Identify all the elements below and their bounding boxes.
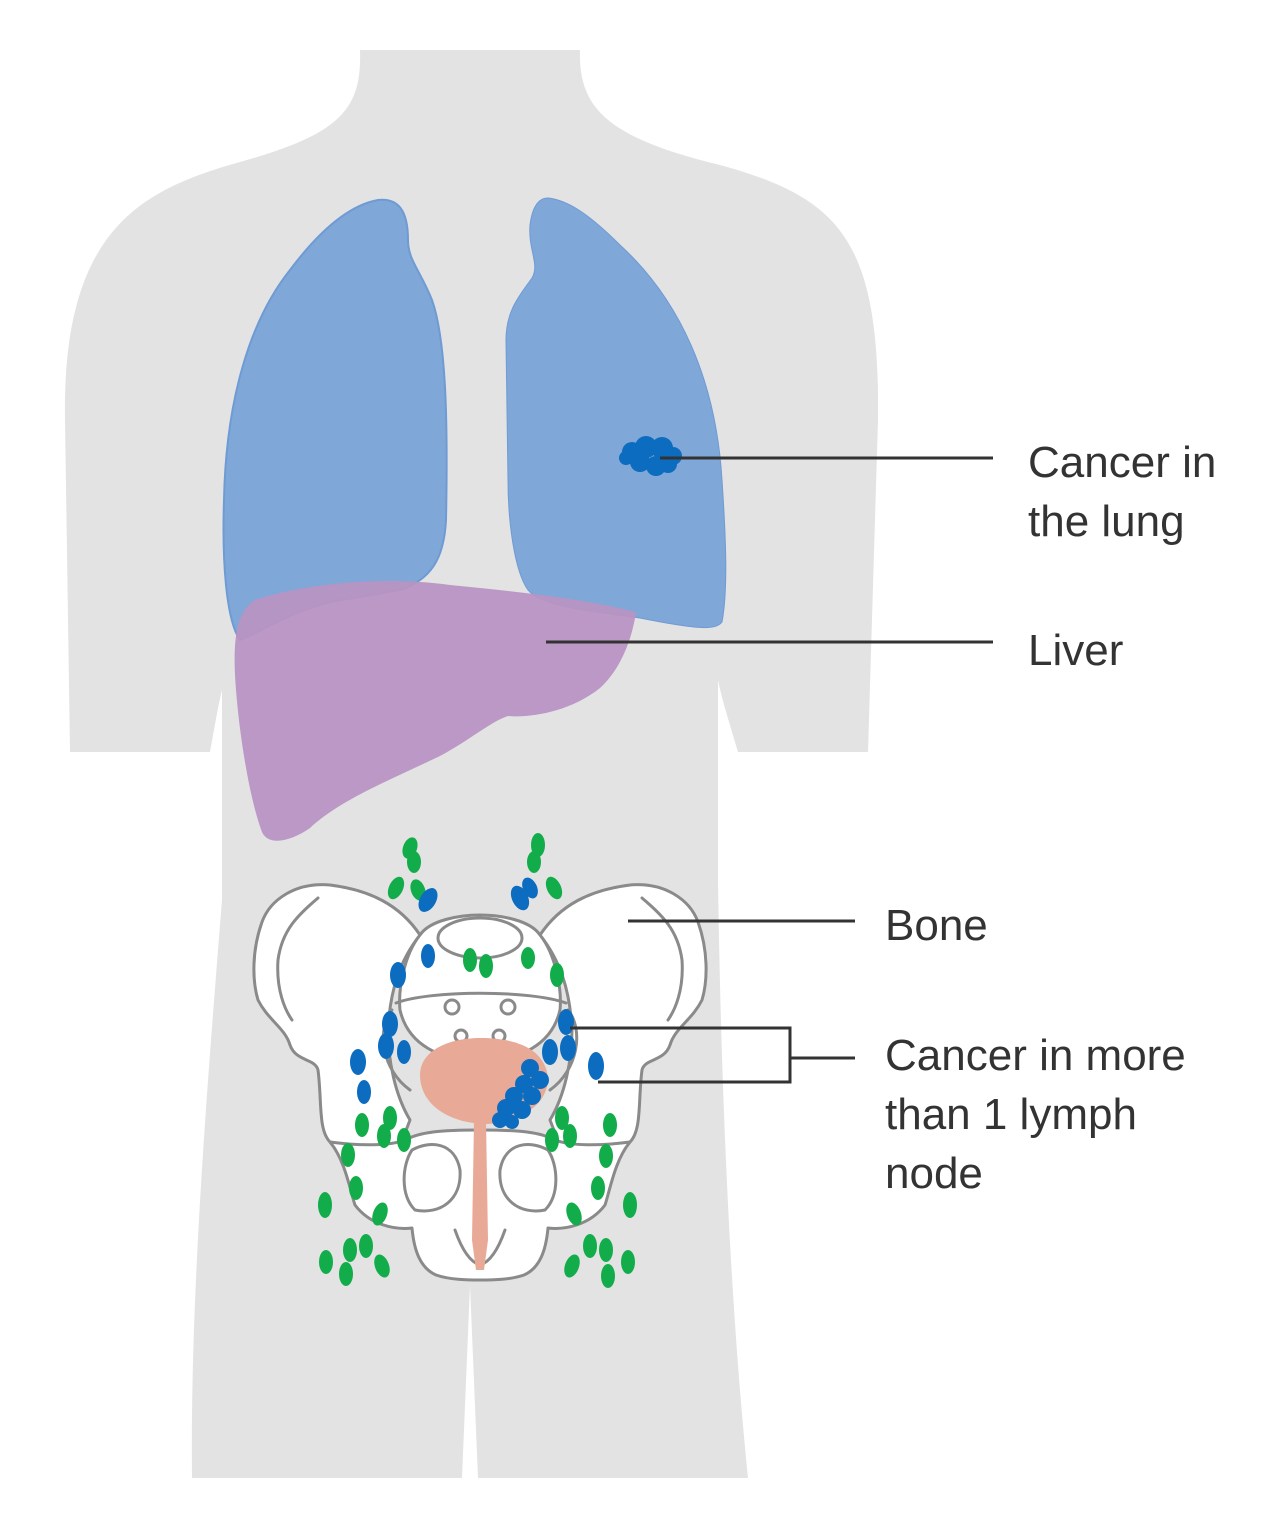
cancer-lymph-nodes xyxy=(350,877,604,1129)
lung-tumour xyxy=(619,436,682,476)
lymph-node-label: Cancer in more than 1 lymph node xyxy=(885,1031,1198,1198)
obturator-right xyxy=(498,1143,558,1213)
pelvic-brim xyxy=(394,991,568,1005)
pelvis-left-ilium-crest xyxy=(276,896,320,1022)
liver-label: Liver xyxy=(1028,626,1123,675)
urethra xyxy=(472,1120,488,1270)
obturator-left xyxy=(402,1143,462,1213)
sacral-foramen xyxy=(443,998,461,1016)
healthy-lymph-nodes xyxy=(318,833,637,1288)
left-lung xyxy=(505,197,727,629)
pelvis-right-ilium xyxy=(538,883,708,1151)
pelvis-right-ilium-crest xyxy=(640,896,684,1022)
liver xyxy=(234,580,636,841)
bone-label: Bone xyxy=(885,901,988,950)
lung-cancer-label: Cancer in the lung xyxy=(1028,438,1229,546)
sacrum xyxy=(398,913,562,1064)
lymph-node-bracket xyxy=(570,1026,855,1084)
sacral-foramen xyxy=(499,998,517,1016)
pelvis-left-ilium xyxy=(252,883,422,1151)
pelvis xyxy=(252,883,708,1282)
sacrum-top xyxy=(436,916,524,960)
